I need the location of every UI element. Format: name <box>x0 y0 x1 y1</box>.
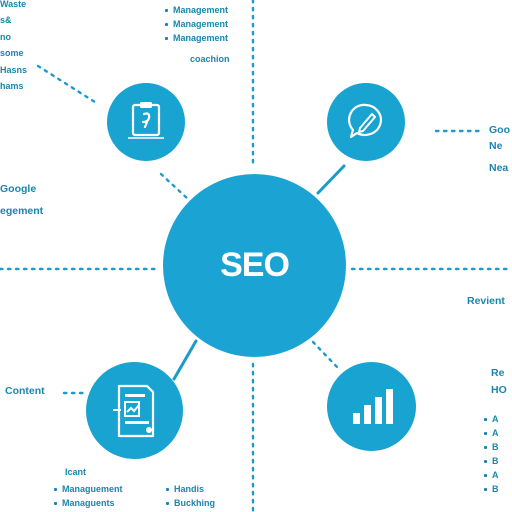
list-item: Managuents <box>54 496 123 510</box>
bottom-center-list: Handis Buckhing <box>166 482 215 510</box>
list-item: Handis <box>166 482 215 496</box>
bottom-left-list: Managuement Managuents <box>54 482 123 510</box>
link-tr <box>316 164 346 195</box>
right-label: Goo <box>489 124 510 136</box>
fragment: Hasns <box>0 65 28 75</box>
fragment: s& <box>0 15 12 25</box>
link-bl <box>172 339 198 381</box>
review-label: Revient <box>467 295 505 307</box>
bottom-left-head: Icant <box>65 467 87 477</box>
right-label: Nea <box>489 162 509 174</box>
content-label: Content <box>5 385 45 397</box>
node-bottom-right[interactable] <box>327 362 416 451</box>
fragment: hams <box>0 81 24 91</box>
fragment: no <box>0 32 11 42</box>
seo-hub[interactable]: SEO <box>163 174 346 357</box>
fragment: Waste <box>0 0 27 9</box>
fragment: some <box>0 48 24 58</box>
left-label: egement <box>0 205 44 217</box>
list-item: Buckhing <box>166 496 215 510</box>
list-item: Managuement <box>54 482 123 496</box>
link-br <box>311 340 340 370</box>
leader-top-left <box>36 64 100 106</box>
list-item: Management <box>165 3 228 17</box>
list-item: A <box>484 426 499 440</box>
list-item: B <box>484 454 499 468</box>
list-item: A <box>484 412 499 426</box>
right-label: Ne <box>489 140 503 152</box>
seo-label: SEO <box>220 246 290 284</box>
list-item: Management <box>165 31 228 45</box>
clipboard-icon <box>128 102 164 139</box>
top-list-trailing: coachion <box>190 54 230 64</box>
node-top-right[interactable] <box>327 83 405 161</box>
top-list: Management Management Management <box>165 3 228 45</box>
node-top-left[interactable] <box>107 83 185 161</box>
bar-chart-icon <box>352 388 393 424</box>
list-item: Management <box>165 17 228 31</box>
list-item: B <box>484 440 499 454</box>
node-bottom-left[interactable] <box>86 362 183 459</box>
chat-pen-icon <box>348 103 382 139</box>
document-chart-icon <box>112 384 154 437</box>
link-tl <box>159 172 191 202</box>
bottom-right-head: HO <box>491 384 507 396</box>
list-item: A <box>484 468 499 482</box>
list-item: B <box>484 482 499 496</box>
left-label: Google <box>0 183 37 195</box>
bottom-right-head: Re <box>491 367 505 379</box>
bottom-right-list: A A B B A B <box>484 412 499 496</box>
